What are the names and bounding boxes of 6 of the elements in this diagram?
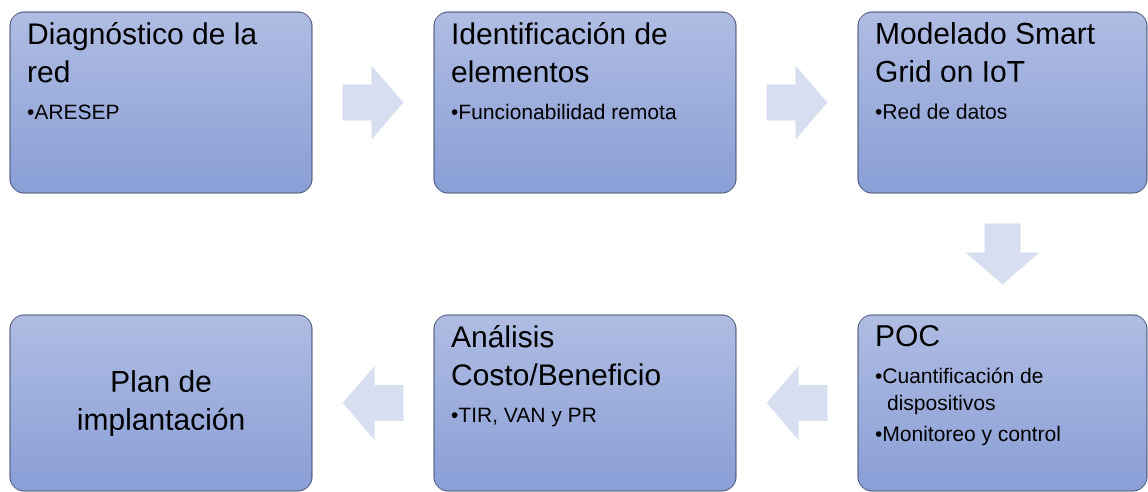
- process-box: Plan de implantación: [9, 314, 313, 492]
- process-box: Análisis Costo/Beneficio •TIR, VAN y PR: [433, 314, 737, 492]
- process-box: Identificación de elementos •Funcionabilidad remota: [433, 11, 737, 194]
- process-box: POC •Cuantificación de dispositivos •Monitoreo y control: [857, 314, 1148, 492]
- process-box: Diagnóstico de la red •ARESEP: [9, 11, 313, 194]
- process-box: Modelado Smart Grid on IoT •Red de datos: [857, 11, 1148, 194]
